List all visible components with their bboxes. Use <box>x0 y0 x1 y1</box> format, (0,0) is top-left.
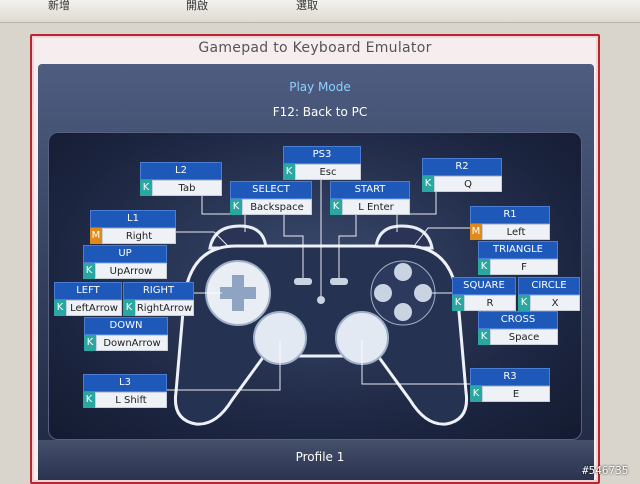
mapping-square-name: SQUARE <box>452 277 516 295</box>
mapping-l1-mode[interactable]: M <box>90 228 102 244</box>
mapping-up-name: UP <box>83 245 167 263</box>
mapping-square-mode[interactable]: K <box>452 295 464 311</box>
mapping-left-key[interactable]: LeftArrow <box>66 300 122 316</box>
mapping-right-name: RIGHT <box>123 282 194 300</box>
mapping-l2-name: L2 <box>140 162 222 180</box>
mapping-l3-mode[interactable]: K <box>83 392 95 408</box>
mapping-start-name: START <box>330 181 410 199</box>
mapping-right-key[interactable]: RightArrow <box>135 300 194 316</box>
top-toolbar: 新增 開啟 選取 <box>0 0 640 23</box>
mapping-cross-key[interactable]: Space <box>490 329 558 345</box>
mapping-r2-key[interactable]: Q <box>434 176 502 192</box>
ps-button-icon <box>317 296 325 304</box>
mapping-triangle-mode[interactable]: K <box>478 259 490 275</box>
start-button-icon <box>330 278 348 285</box>
mapping-down-key[interactable]: DownArrow <box>96 335 168 351</box>
mapping-left-name: LEFT <box>54 282 122 300</box>
toolbar-select[interactable]: 選取 <box>296 0 318 12</box>
mapping-ps3-mode[interactable]: K <box>283 164 295 180</box>
r1-shoulder-icon <box>374 224 434 250</box>
mapping-left-mode[interactable]: K <box>54 300 66 316</box>
mapping-l2-mode[interactable]: K <box>140 180 152 196</box>
mapping-down-name: DOWN <box>84 317 168 335</box>
profile-label[interactable]: Profile 1 <box>295 450 345 464</box>
toolbar-open[interactable]: 開啟 <box>186 0 208 12</box>
mapping-r3-name: R3 <box>470 368 550 386</box>
footer-bar <box>38 440 594 480</box>
mapping-triangle-name: TRIANGLE <box>478 241 558 259</box>
mapping-circle-name: CIRCLE <box>518 277 580 295</box>
mapping-right-mode[interactable]: K <box>123 300 135 316</box>
mapping-select-name: SELECT <box>230 181 312 199</box>
mapping-circle-mode[interactable]: K <box>518 295 530 311</box>
mapping-l3-key[interactable]: L Shift <box>95 392 167 408</box>
mapping-start-key[interactable]: L Enter <box>342 199 410 215</box>
select-button-icon <box>294 278 312 285</box>
mapping-ps3-key[interactable]: Esc <box>295 164 361 180</box>
mapping-r2-mode[interactable]: K <box>422 176 434 192</box>
mapping-select-mode[interactable]: K <box>230 199 242 215</box>
circle-button-icon <box>414 284 432 302</box>
mapping-cross-mode[interactable]: K <box>478 329 490 345</box>
mapping-cross-name: CROSS <box>478 311 558 329</box>
mapping-r1-name: R1 <box>470 206 550 224</box>
mapping-down-mode[interactable]: K <box>84 335 96 351</box>
f12-hint: F12: Back to PC <box>272 105 368 119</box>
watermark-text: #546735 <box>582 464 629 477</box>
mapping-start-mode[interactable]: K <box>330 199 342 215</box>
mapping-up-key[interactable]: UpArrow <box>95 263 167 279</box>
cross-button-icon <box>394 303 412 321</box>
toolbar-new[interactable]: 新增 <box>48 0 70 12</box>
mapping-square-key[interactable]: R <box>464 295 516 311</box>
mapping-ps3-name: PS3 <box>283 146 361 164</box>
mapping-r2-name: R2 <box>422 158 502 176</box>
mapping-r3-key[interactable]: E <box>482 386 550 402</box>
mapping-r3-mode[interactable]: K <box>470 386 482 402</box>
window-title: Gamepad to Keyboard Emulator <box>198 40 432 56</box>
mapping-l3-name: L3 <box>83 374 167 392</box>
mapping-r1-mode[interactable]: M <box>470 224 482 240</box>
mapping-r1-key[interactable]: Left <box>482 224 550 240</box>
mapping-circle-key[interactable]: X <box>530 295 580 311</box>
mapping-l1-key[interactable]: Right <box>102 228 176 244</box>
mapping-up-mode[interactable]: K <box>83 263 95 279</box>
square-button-icon <box>374 284 392 302</box>
mapping-select-key[interactable]: Backspace <box>242 199 312 215</box>
triangle-button-icon <box>394 263 412 281</box>
play-mode-label: Play Mode <box>289 80 351 94</box>
mapping-l2-key[interactable]: Tab <box>152 180 222 196</box>
mapping-l1-name: L1 <box>90 210 176 228</box>
mapping-triangle-key[interactable]: F <box>490 259 558 275</box>
